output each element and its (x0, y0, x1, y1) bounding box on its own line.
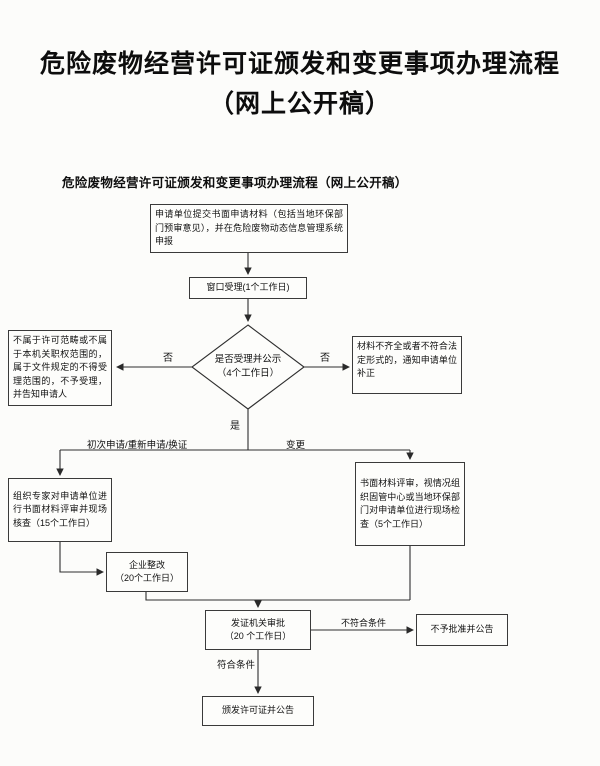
label-yes: 是 (230, 421, 240, 432)
node-expert-review: 组织专家对申请单位进行书面材料评审并现场核查（15个工作日） (8, 478, 112, 542)
decision-accept-publicize: 是否受理并公示 （4个工作日） (214, 353, 282, 379)
node-supplement-notice: 材料不齐全或者不符合法定形式的，通知申请单位补正 (352, 336, 462, 394)
node-rejection-notice: 不属于许可范畴或不属于本机关职权范围的，属于文件规定的不得受理范围的，不予受理，… (8, 330, 112, 406)
label-no-left: 否 (163, 353, 173, 364)
node-window-acceptance: 窗口受理(1个工作日) (189, 277, 307, 299)
label-first-apply-branch: 初次申请/重新申请/换证 (87, 440, 188, 451)
node-enterprise-rectification: 企业整改 （20个工作日） (106, 552, 188, 592)
label-no-right: 否 (320, 353, 330, 364)
diagram-heading: 危险废物经营许可证颁发和变更事项办理流程（网上公开稿） (62, 176, 408, 190)
node-not-approved: 不予批准并公告 (416, 614, 508, 646)
label-change-branch: 变更 (286, 440, 306, 451)
page-subtitle: （网上公开稿） (208, 91, 391, 118)
node-change-review: 书面材料评审，视情况组织固管中心或当地环保部门对申请单位进行现场检查（5个工作日… (355, 462, 465, 546)
label-meet-conditions: 符合条件 (217, 660, 256, 671)
node-issue-license: 颁发许可证并公告 (202, 696, 314, 726)
label-not-meet-conditions: 不符合条件 (341, 618, 387, 628)
node-submit-application: 申请单位提交书面申请材料（包括当地环保部门预审意见），并在危险废物动态信息管理系… (150, 204, 348, 253)
node-authority-approval: 发证机关审批 （20 个工作日） (205, 610, 311, 650)
page-title: 危险废物经营许可证颁发和变更事项办理流程 (39, 51, 560, 78)
